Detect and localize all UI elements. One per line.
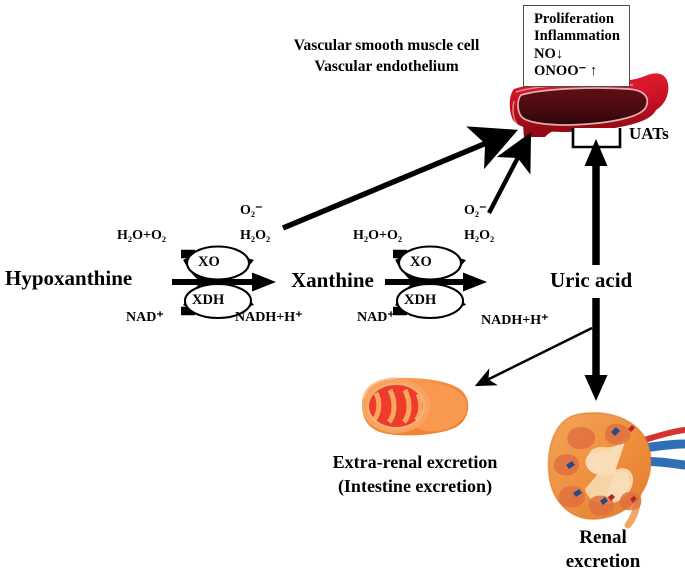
left-ros-superoxide-label: O₂⁻ [240,203,263,218]
effect-inflammation: Inflammation [534,28,620,45]
reaction-left-graphic [172,245,276,320]
renal-excretion-label-line1: Renal [579,527,627,548]
effect-onoo-increase: ONOO⁻ ↑ [534,63,598,80]
tissue-label-smooth-muscle: Vascular smooth muscle cell [293,37,480,54]
arrow-uric-acid-to-uats [584,139,608,265]
blood-vessel-graphic [509,68,673,140]
right-enzyme-xdh-label: XDH [404,292,437,308]
metabolite-hypoxanthine: Hypoxanthine [5,266,133,290]
uats-label: UATs [629,124,669,143]
left-product-label: NADH+H⁺ [235,310,303,325]
tissue-label-endothelium: Vascular endothelium [314,58,459,75]
vascular-effects-box: Proliferation Inflammation NO↓ ONOO⁻ ↑ [523,5,630,88]
right-substrate-label: H₂O+O₂ [353,228,403,243]
arrow-ros-right-to-vessel [487,132,532,215]
intestine-graphic [362,377,469,436]
arrow-uric-acid-to-intestine [474,326,593,387]
left-ros-peroxide-label: H₂O₂ [240,228,271,243]
left-substrate-label: H₂O+O₂ [117,228,167,243]
extra-renal-excretion-label: Extra-renal excretion [332,452,498,472]
renal-excretion-label-line2: excretion [565,551,641,572]
effect-no-decrease: NO↓ [534,45,564,62]
right-enzyme-xo-label: XO [410,254,432,270]
reaction-right-graphic [385,245,487,320]
metabolite-uric-acid: Uric acid [550,268,633,292]
intestine-excretion-label: (Intestine excretion) [337,476,493,496]
effect-proliferation: Proliferation [534,11,614,27]
left-cofactor-label: NAD⁺ [126,310,164,325]
metabolite-xanthine: Xanthine [291,268,374,292]
left-enzyme-xdh-label: XDH [192,292,225,308]
arrow-ros-left-to-vessel [281,126,518,231]
right-cofactor-label: NAD⁺ [357,310,395,325]
kidney-graphic [547,412,685,529]
right-ros-superoxide-label: O₂⁻ [464,203,487,218]
right-ros-peroxide-label: H₂O₂ [464,228,495,243]
left-enzyme-xo-label: XO [198,254,220,270]
arrow-uric-acid-to-kidney [584,298,608,401]
right-product-label: NADH+H⁺ [481,313,549,328]
